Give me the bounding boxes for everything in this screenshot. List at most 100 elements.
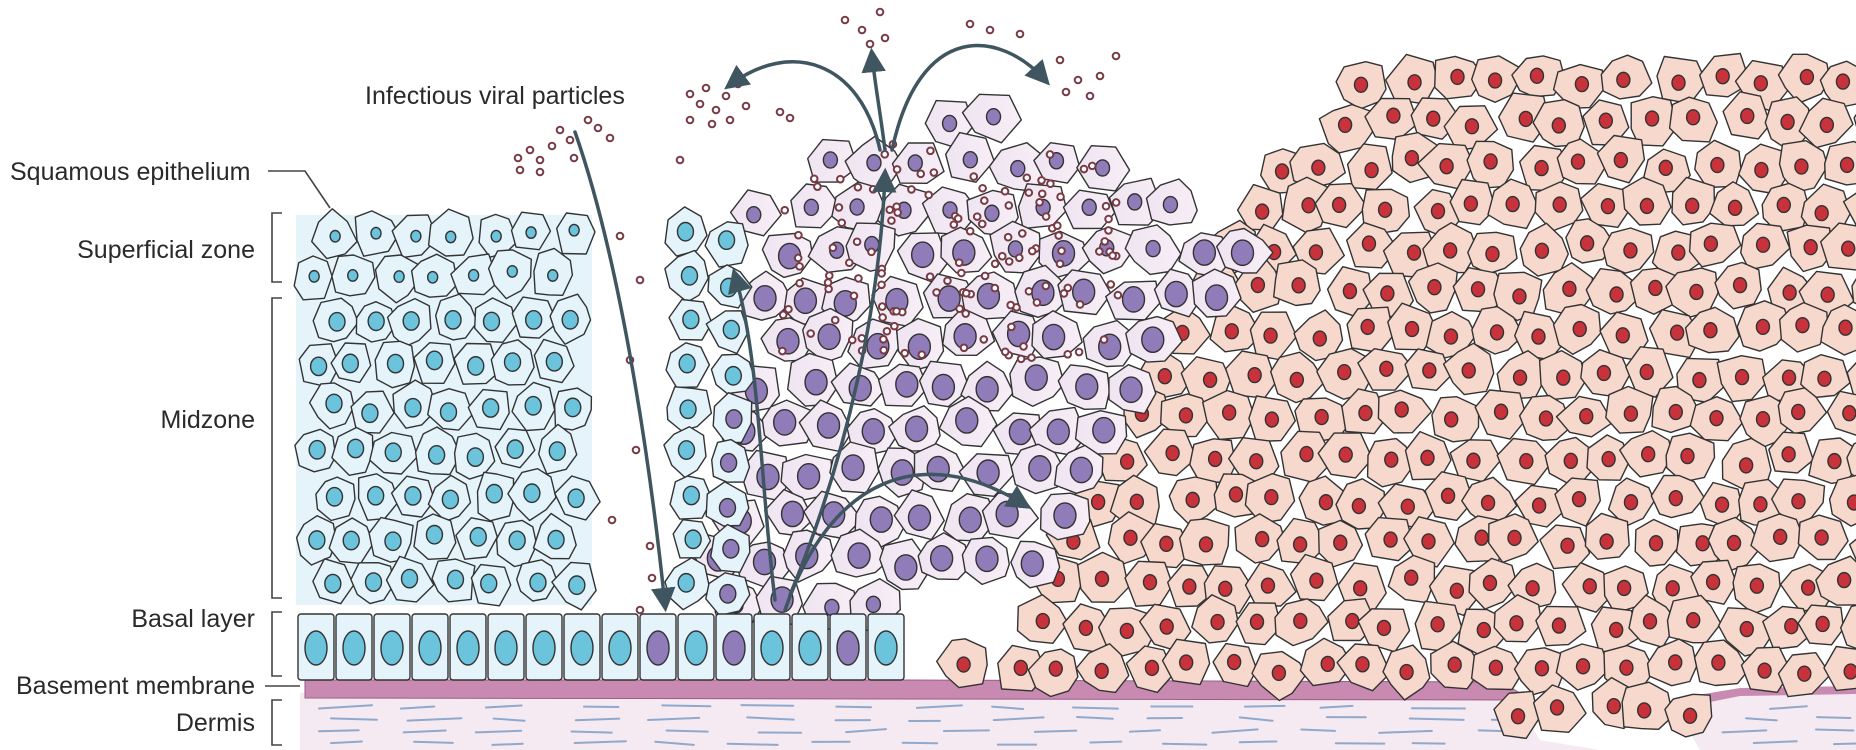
infected-nucleus bbox=[908, 155, 922, 171]
neoplastic-nucleus bbox=[1309, 245, 1322, 260]
viral-particle bbox=[633, 447, 640, 454]
viral-particle bbox=[891, 323, 898, 330]
neoplastic-nucleus bbox=[1844, 664, 1856, 679]
basal-nucleus bbox=[647, 631, 669, 665]
viral-particle bbox=[567, 137, 574, 144]
neoplastic-nucleus bbox=[1758, 663, 1771, 678]
neoplastic-nucleus bbox=[1400, 665, 1413, 680]
normal-nucleus bbox=[440, 403, 456, 421]
viral-particle bbox=[931, 169, 938, 176]
neoplastic-nucleus bbox=[1646, 111, 1659, 126]
neoplastic-nucleus bbox=[1346, 614, 1359, 629]
neoplastic-nucleus bbox=[1804, 240, 1817, 255]
neoplastic-nucleus bbox=[1423, 363, 1436, 378]
viral-particle bbox=[870, 186, 877, 193]
infected-nucleus bbox=[896, 372, 918, 397]
normal-nucleus bbox=[562, 311, 578, 329]
normal-nucleus bbox=[309, 271, 319, 283]
neoplastic-nucleus bbox=[1095, 663, 1108, 678]
neoplastic-nucleus bbox=[1535, 243, 1548, 258]
neoplastic-nucleus bbox=[1256, 204, 1269, 219]
neoplastic-nucleus bbox=[1818, 371, 1831, 386]
neoplastic-nucleus bbox=[1716, 497, 1729, 512]
infected-nucleus bbox=[1193, 240, 1215, 265]
neoplastic-nucleus bbox=[1356, 657, 1369, 672]
viral-particle bbox=[1006, 202, 1013, 209]
neoplastic-nucleus bbox=[1796, 318, 1809, 333]
viral-particle bbox=[727, 117, 734, 124]
neoplastic-nucleus bbox=[1211, 615, 1224, 630]
neoplastic-nucleus bbox=[1506, 197, 1519, 212]
normal-nucleus bbox=[549, 442, 565, 460]
neoplastic-nucleus bbox=[1405, 570, 1418, 585]
viral-particle bbox=[1061, 290, 1068, 297]
dermis-fiber bbox=[903, 743, 937, 744]
neoplastic-nucleus bbox=[1711, 158, 1724, 173]
label-infectious-viral-particles: Infectious viral particles bbox=[365, 82, 625, 110]
neoplastic-nucleus bbox=[1448, 657, 1461, 672]
neoplastic-nucleus bbox=[1513, 289, 1526, 304]
dermis-fiber bbox=[414, 742, 453, 743]
infected-nucleus bbox=[909, 505, 931, 530]
dermis-fiber bbox=[1834, 743, 1856, 744]
neoplastic-nucleus bbox=[1219, 581, 1232, 596]
superficial-zone-bracket bbox=[272, 213, 282, 282]
neoplastic-nucleus bbox=[1616, 328, 1629, 343]
normal-nucleus bbox=[385, 443, 401, 461]
neoplastic-nucleus bbox=[1343, 284, 1356, 299]
normal-nucleus bbox=[719, 231, 735, 249]
neoplastic-nucleus bbox=[1669, 491, 1682, 506]
dermis-fiber bbox=[1035, 731, 1076, 732]
viral-particle bbox=[807, 330, 814, 337]
neoplastic-nucleus bbox=[1728, 536, 1741, 551]
normal-nucleus bbox=[683, 310, 699, 328]
viral-particle bbox=[515, 155, 522, 162]
viral-particle bbox=[894, 209, 901, 216]
neoplastic-nucleus bbox=[1681, 449, 1694, 464]
neoplastic-nucleus bbox=[1614, 153, 1627, 168]
viral-particle bbox=[846, 259, 853, 266]
viral-particle bbox=[826, 272, 833, 279]
neoplastic-nucleus bbox=[1313, 331, 1326, 346]
viral-particle bbox=[832, 317, 839, 324]
neoplastic-nucleus bbox=[1552, 618, 1565, 633]
basal-nucleus bbox=[533, 631, 555, 665]
neoplastic-nucleus bbox=[1828, 454, 1841, 469]
viral-particle bbox=[886, 206, 893, 213]
neoplastic-nucleus bbox=[1300, 447, 1313, 462]
neoplastic-nucleus bbox=[1261, 578, 1274, 593]
viral-particle bbox=[987, 27, 994, 34]
normal-nucleus bbox=[568, 489, 584, 507]
normal-nucleus bbox=[348, 270, 358, 282]
neoplastic-nucleus bbox=[1290, 372, 1303, 387]
normal-nucleus bbox=[468, 357, 484, 375]
neoplastic-nucleus bbox=[1333, 197, 1346, 212]
normal-nucleus bbox=[405, 487, 421, 505]
dermis-fiber bbox=[741, 705, 793, 706]
viral-particle bbox=[982, 273, 989, 280]
normal-nucleus bbox=[507, 266, 517, 278]
infected-nucleus bbox=[1009, 419, 1031, 444]
neoplastic-nucleus bbox=[1209, 451, 1222, 466]
viral-particle bbox=[1101, 336, 1108, 343]
neoplastic-nucleus bbox=[1406, 322, 1419, 337]
neoplastic-nucleus bbox=[1292, 278, 1305, 293]
viral-particle bbox=[1097, 73, 1104, 80]
neoplastic-nucleus bbox=[1575, 77, 1588, 92]
neoplastic-nucleus bbox=[957, 657, 970, 672]
neoplastic-nucleus bbox=[1704, 323, 1717, 338]
neoplastic-nucleus bbox=[1553, 197, 1566, 212]
normal-nucleus bbox=[725, 367, 741, 385]
viral-particle bbox=[637, 607, 644, 614]
neoplastic-nucleus bbox=[1477, 623, 1490, 638]
viral-particle bbox=[877, 9, 884, 16]
dermis-fiber bbox=[1410, 718, 1464, 719]
viral-particle bbox=[1020, 343, 1027, 350]
neoplastic-nucleus bbox=[1716, 69, 1729, 84]
basal-nucleus bbox=[761, 631, 783, 665]
infected-nucleus bbox=[805, 370, 827, 395]
normal-nucleus bbox=[442, 490, 458, 508]
squamous-leader-line bbox=[268, 171, 330, 208]
neoplastic-nucleus bbox=[1783, 370, 1796, 385]
viral-particle bbox=[842, 17, 849, 24]
